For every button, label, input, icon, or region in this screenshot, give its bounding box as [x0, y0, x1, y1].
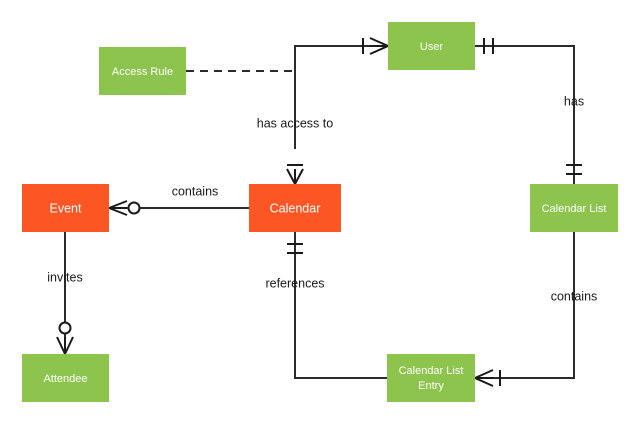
entity-user[interactable]: User — [388, 22, 475, 70]
cardinality-exactly-one-calendarlist-top — [566, 164, 582, 175]
entity-event[interactable]: Event — [22, 184, 109, 232]
relationship-label-contains-entry: contains — [551, 289, 598, 303]
connector-line-references — [294, 232, 387, 379]
entity-calendar-list-entry-label-line1: Calendar List — [399, 365, 464, 377]
entity-user-box[interactable] — [388, 22, 475, 70]
connector-line-has — [475, 45, 575, 184]
cardinality-zero-or-many-event-right — [108, 200, 141, 216]
relationship-label-has: has — [564, 94, 584, 108]
entity-calendar-label: Calendar — [270, 201, 321, 215]
entity-attendee-box[interactable] — [22, 354, 109, 402]
cardinality-exactly-one-user-right — [483, 38, 494, 54]
entity-access-rule[interactable]: Access Rule — [99, 47, 186, 95]
connector-line-contains-entry — [475, 232, 575, 379]
entity-calendar-list[interactable]: Calendar List — [530, 184, 618, 232]
connector-references — [287, 232, 387, 379]
entity-calendar-box[interactable] — [249, 184, 341, 232]
entity-user-label: User — [420, 41, 444, 53]
connector-contains-entry — [474, 232, 575, 387]
entity-event-label: Event — [50, 201, 82, 215]
connector-has — [475, 38, 582, 184]
connector-line-has-access-to — [294, 45, 388, 149]
connector-contains-event — [108, 200, 249, 216]
entity-calendar-list-entry-box[interactable] — [387, 354, 475, 402]
entity-calendar-list-entry-label-line2: Entry — [418, 380, 444, 392]
relationship-label-invites: invites — [47, 270, 82, 284]
entity-attendee[interactable]: Attendee — [22, 354, 109, 402]
entity-access-rule-label: Access Rule — [112, 66, 173, 78]
connector-has-access-to — [286, 37, 389, 185]
relationship-label-contains-event: contains — [172, 184, 219, 198]
entity-access-rule-box[interactable] — [99, 47, 186, 95]
entity-attendee-label: Attendee — [43, 373, 87, 385]
relationship-label-references: references — [265, 276, 324, 290]
cardinality-zero-or-many-attendee-top — [56, 321, 74, 355]
cardinality-one-or-many-entry-right — [474, 369, 501, 387]
entity-event-box[interactable] — [22, 184, 109, 232]
entity-calendar-list-label: Calendar List — [542, 203, 607, 215]
entity-calendar-list-box[interactable] — [530, 184, 618, 232]
cardinality-one-or-many-calendar-top — [286, 164, 304, 185]
connector-invites — [56, 232, 74, 355]
entity-calendar[interactable]: Calendar — [249, 184, 341, 232]
relationship-label-has-access-to: has access to — [257, 116, 333, 130]
entity-calendar-list-entry[interactable]: Calendar List Entry — [387, 354, 475, 402]
cardinality-exactly-one-calendar-bottom — [287, 243, 303, 254]
cardinality-one-or-many-user-left — [362, 37, 389, 55]
